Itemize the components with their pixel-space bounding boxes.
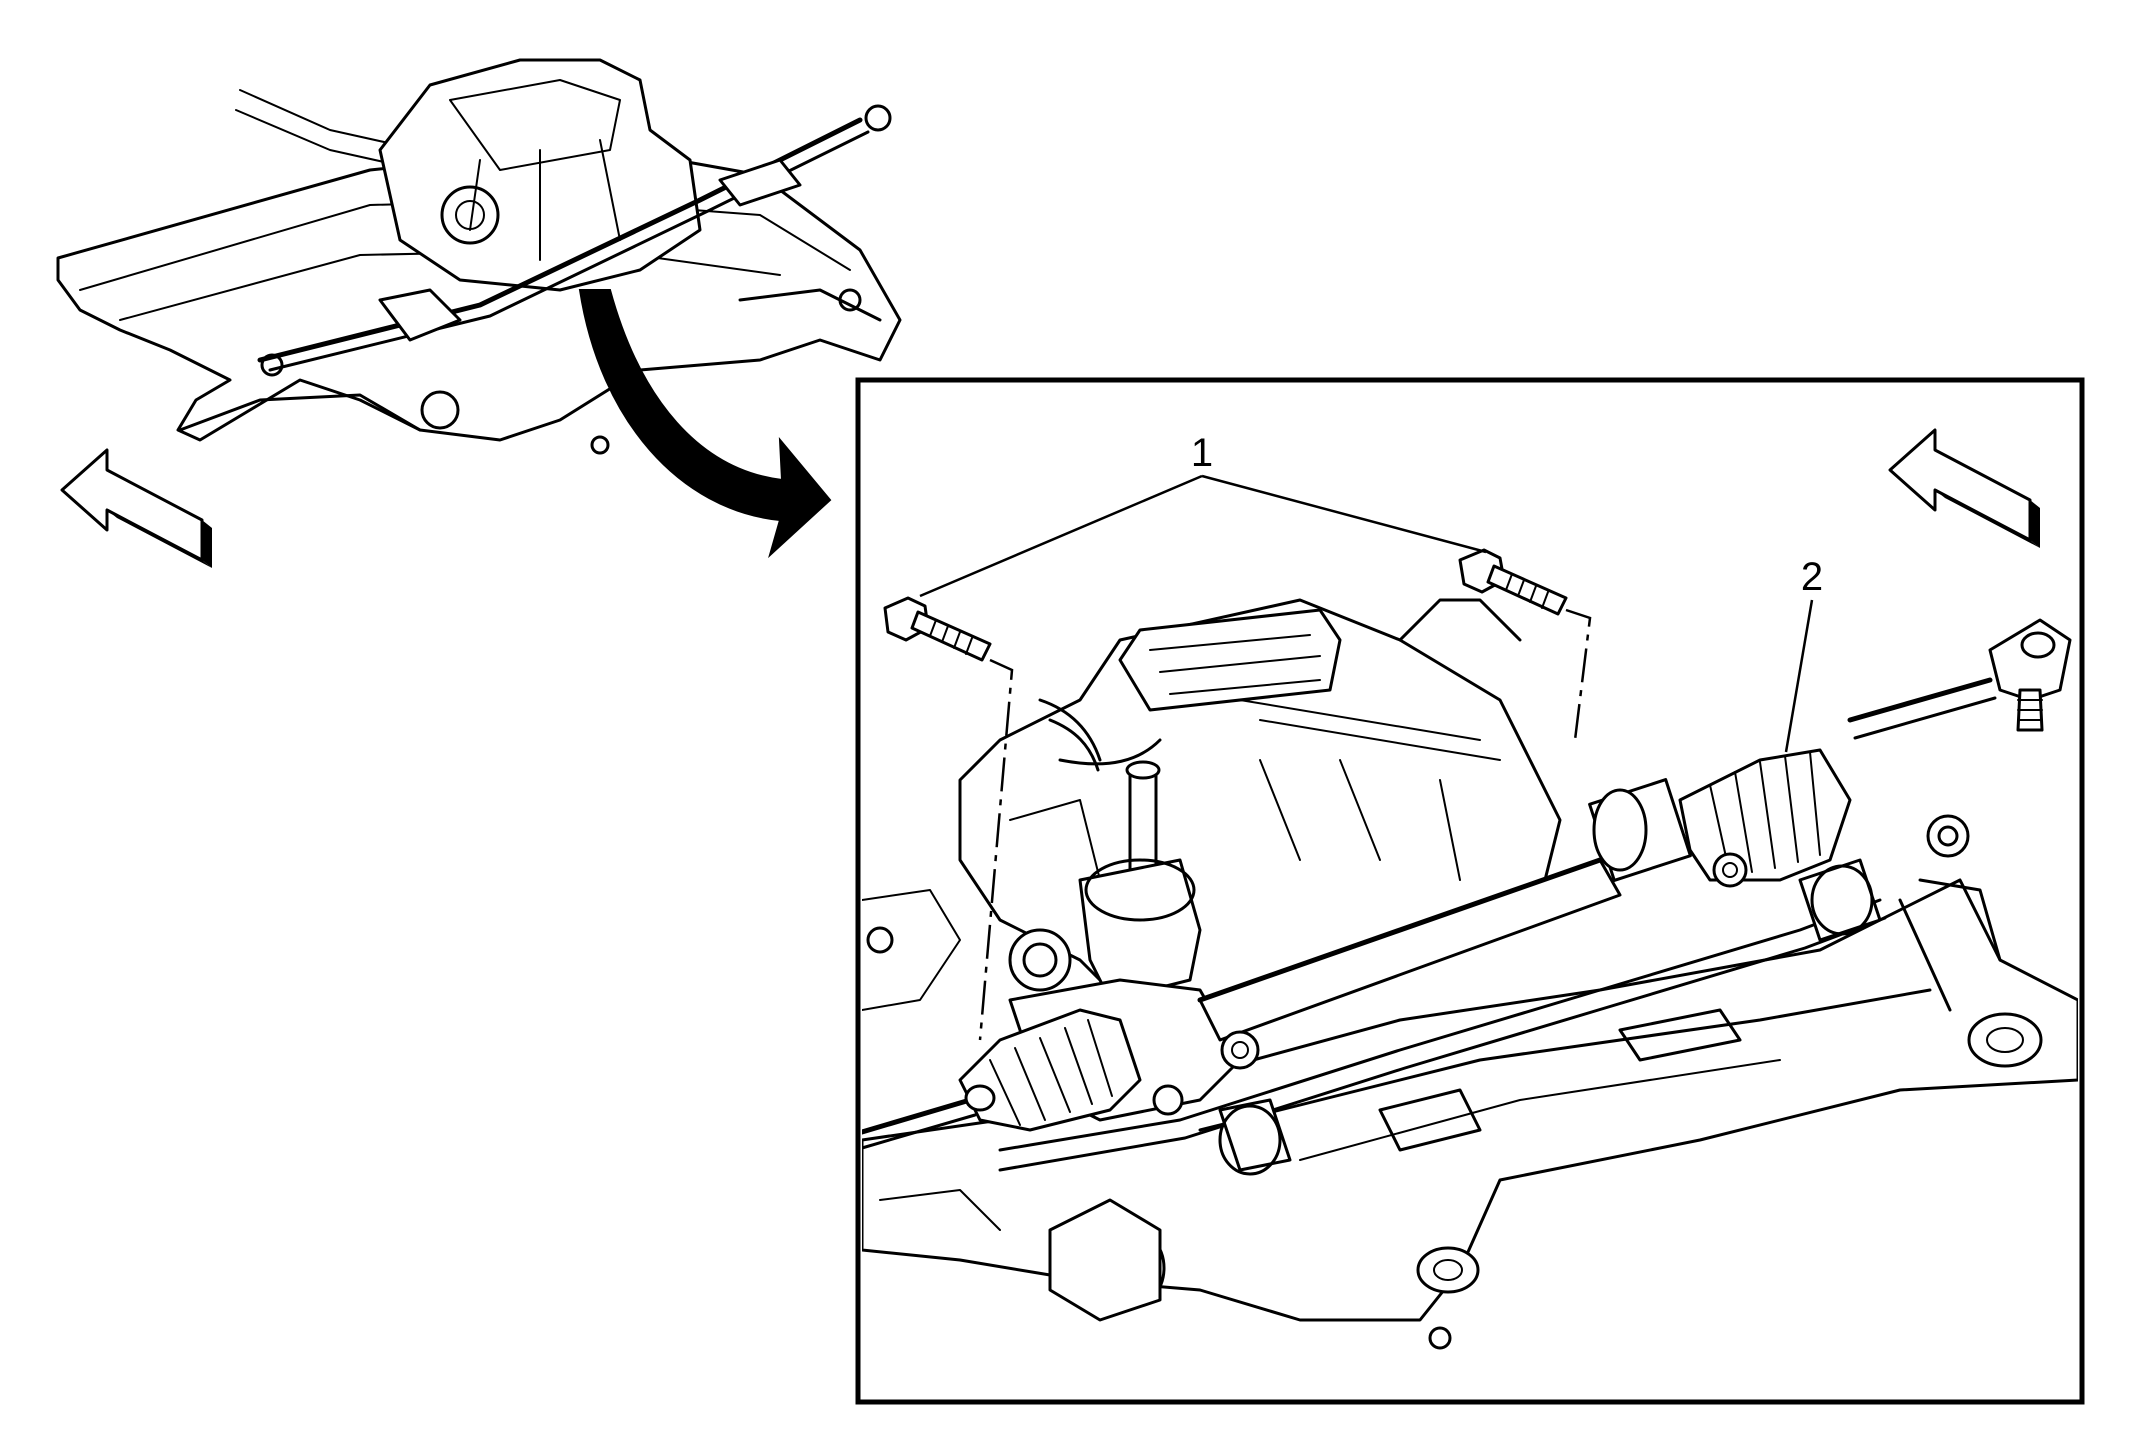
- subframe-overview-icon: [56, 58, 902, 455]
- callout-1: 1: [919, 431, 1487, 598]
- curved-arrow-icon: [578, 289, 832, 559]
- steering-gear-bolt-right: [1458, 548, 1568, 616]
- front-direction-arrow-icon: [1888, 428, 2040, 548]
- front-direction-arrow-icon: [60, 448, 212, 568]
- callout-2: 2: [1784, 555, 1823, 753]
- callout-1-label: 1: [1191, 431, 1213, 475]
- steering-gear-bolt-left: [883, 596, 992, 662]
- callout-2-label: 2: [1801, 555, 1823, 599]
- bolt-centerline-right: [1565, 608, 1592, 741]
- bolt-centerline-left: [978, 658, 1014, 1041]
- steering-gear-detail: [862, 598, 2078, 1350]
